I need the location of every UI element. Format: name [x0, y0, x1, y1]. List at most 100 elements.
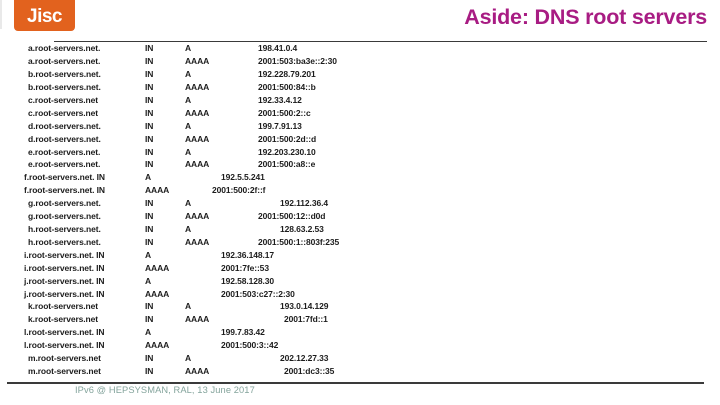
record-type: A [185, 146, 192, 157]
record-type: AAAA [145, 340, 170, 351]
jisc-logo: Jisc [14, 0, 75, 31]
record-class: IN [145, 365, 154, 376]
record-name: l.root-servers.net. IN [24, 340, 105, 351]
record-type: AAAA [145, 185, 170, 196]
record-name: m.root-servers.net [28, 353, 101, 364]
record-name: e.root-servers.net. [28, 159, 101, 170]
record-class: IN [145, 146, 154, 157]
record-type: A [185, 223, 192, 234]
jisc-logo-text: Jisc [27, 5, 62, 27]
record-name: i.root-servers.net. IN [24, 249, 105, 260]
slide-title: Aside: DNS root servers [464, 5, 707, 29]
record-address: 192.58.128.30 [221, 275, 275, 286]
footer-divider-line [7, 382, 704, 385]
header-divider-line [54, 40, 707, 43]
record-class: IN [145, 223, 154, 234]
slide-footer: IPv6 @ HEPSYSMAN, RAL, 13 June 2017 [75, 384, 255, 395]
record-address: 192.228.79.201 [258, 69, 316, 80]
record-address: 192.5.5.241 [221, 172, 265, 183]
record-address: 2001:500:2d::d [258, 133, 317, 144]
record-name: f.root-servers.net. IN [24, 172, 105, 183]
record-address: 192.33.4.12 [258, 94, 302, 105]
record-name: c.root-servers.net [28, 107, 99, 118]
record-type: A [145, 327, 152, 338]
dns-record-row: f.root-servers.net. IN AAAA 2001:500:2f::f [0, 184, 720, 197]
record-name: j.root-servers.net. IN [24, 288, 105, 299]
record-class: IN [145, 120, 154, 131]
record-address: 192.36.148.17 [221, 249, 275, 260]
record-name: c.root-servers.net [28, 94, 99, 105]
record-name: b.root-servers.net. [28, 82, 101, 93]
dns-record-row: l.root-servers.net. IN A 199.7.83.42 [0, 326, 720, 339]
slide-edge-artifact [0, 0, 2, 29]
record-address: 2001:503:c27::2:30 [221, 288, 295, 299]
record-address: 192.203.230.10 [258, 146, 316, 157]
record-name: h.root-servers.net. [28, 223, 101, 234]
record-type: A [185, 198, 192, 209]
record-class: IN [145, 69, 154, 80]
record-class: IN [145, 236, 154, 247]
record-type: AAAA [185, 107, 210, 118]
record-address: 2001:dc3::35 [284, 365, 335, 376]
record-name: a.root-servers.net. [28, 43, 101, 54]
record-class: IN [145, 211, 154, 222]
record-address: 2001:500:2f::f [212, 185, 266, 196]
record-class: IN [145, 159, 154, 170]
record-type: A [145, 172, 152, 183]
record-type: AAAA [185, 211, 210, 222]
record-address: 2001:500:12::d0d [258, 211, 326, 222]
record-address: 199.7.83.42 [221, 327, 265, 338]
record-type: AAAA [185, 365, 210, 376]
record-type: AAAA [185, 133, 210, 144]
record-name: e.root-servers.net. [28, 146, 101, 157]
record-name: l.root-servers.net. IN [24, 327, 105, 338]
record-class: IN [145, 353, 154, 364]
record-address: 192.112.36.4 [280, 198, 328, 209]
record-address: 2001:500:84::b [258, 82, 316, 93]
record-name: g.root-servers.net. [28, 198, 101, 209]
record-name: k.root-servers.net [28, 301, 99, 312]
record-class: IN [145, 56, 154, 67]
record-address: 128.63.2.53 [280, 223, 324, 234]
record-type: AAAA [145, 288, 170, 299]
record-type: A [185, 353, 192, 364]
record-class: IN [145, 82, 154, 93]
record-class: IN [145, 133, 154, 144]
record-type: AAAA [185, 56, 210, 67]
record-type: AAAA [185, 314, 210, 325]
record-name: f.root-servers.net. IN [24, 185, 105, 196]
record-name: d.root-servers.net. [28, 133, 101, 144]
record-type: A [185, 94, 192, 105]
record-name: m.root-servers.net [28, 365, 101, 376]
dns-record-row: i.root-servers.net. IN A 192.36.148.17 [0, 249, 720, 262]
record-name: a.root-servers.net. [28, 56, 101, 67]
record-name: i.root-servers.net. IN [24, 262, 105, 273]
record-type: AAAA [185, 236, 210, 247]
record-type: A [145, 249, 152, 260]
dns-record-row: m.root-servers.net IN AAAA 2001:dc3::35 [0, 365, 720, 378]
record-class: IN [145, 198, 154, 209]
record-name: h.root-servers.net. [28, 236, 101, 247]
record-address: 193.0.14.129 [280, 301, 329, 312]
record-address: 2001:7fe::53 [221, 262, 269, 273]
dns-record-row: f.root-servers.net. IN A 192.5.5.241 [0, 171, 720, 184]
record-address: 2001:500:2::c [258, 107, 311, 118]
record-type: A [185, 43, 192, 54]
